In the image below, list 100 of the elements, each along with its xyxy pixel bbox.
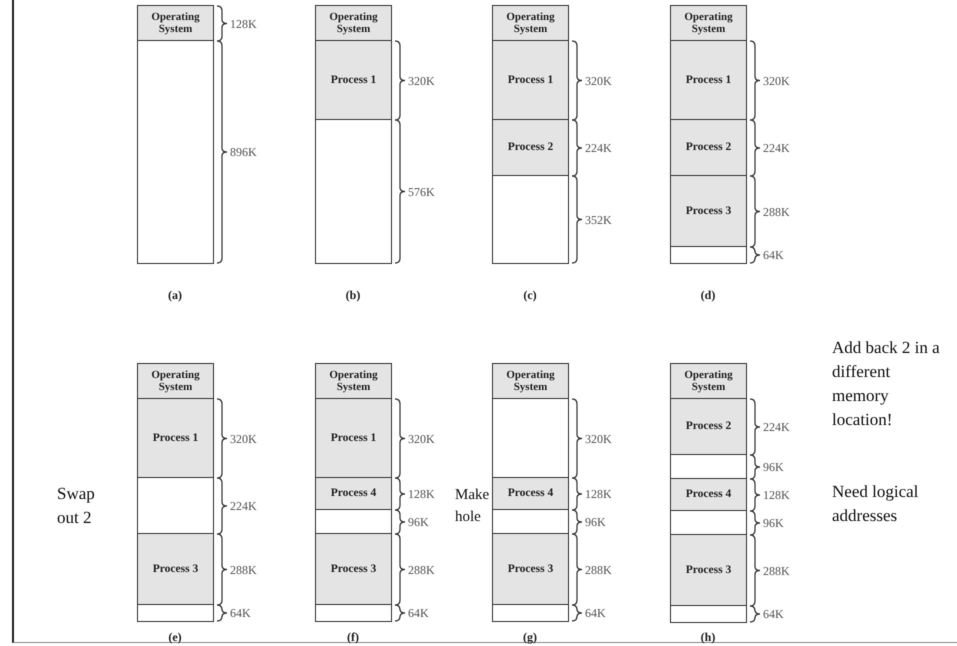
memory-segment [670,40,747,120]
size-label: 128K [763,489,790,501]
free-memory-block [315,509,392,534]
memory-segment [670,534,747,606]
size-label: 128K [230,18,257,30]
segment-label: Process 1 [684,74,732,87]
segment-label: Process 2 [684,141,732,154]
segment-label: Operating System [683,11,734,36]
panel-caption: (f) [347,630,359,645]
free-memory-block [315,119,392,264]
segment-label: Process 4 [506,487,554,500]
panel-caption: (b) [346,288,360,303]
free-memory-block [492,398,569,478]
segment-label: Operating System [150,369,201,394]
segment-label: Operating System [328,369,379,394]
memory-segment [137,533,214,606]
size-label: 352K [585,214,612,226]
segment-label: Process 2 [684,420,732,434]
memory-segment [670,5,747,42]
memory-segment [315,477,392,510]
size-label: 96K [763,517,784,529]
segment-label: Process 3 [684,204,732,218]
memory-segment [670,398,747,456]
memory-segment [137,363,214,400]
memory-segment [492,5,569,42]
segment-label: Operating System [505,369,556,394]
memory-segment [492,477,569,510]
memory-segment [670,119,747,176]
size-label: 288K [763,564,790,576]
segment-label: Process 4 [330,487,378,500]
memory-segment [315,40,392,120]
segment-label: Process 1 [330,74,378,87]
size-label: 288K [585,564,612,576]
segment-label: Process 3 [684,564,732,577]
memory-segment [137,5,214,42]
free-memory-block [137,40,214,264]
size-label: 288K [408,564,435,576]
panel-caption: (e) [168,630,182,645]
size-label: 288K [763,206,790,218]
size-label: 64K [230,607,251,619]
memory-segment [315,363,392,400]
memory-segment [137,398,214,478]
size-label: 64K [585,607,606,619]
segment-label: Process 2 [506,141,554,154]
free-memory-block [137,604,214,622]
memory-segment [492,119,569,176]
free-memory-block [670,510,747,536]
panel-caption: (g) [523,630,537,645]
segment-label: Operating System [328,11,379,36]
size-label: 64K [408,607,429,619]
memory-segment [315,398,392,478]
panel-caption: (a) [168,288,182,303]
panel-caption: (h) [700,630,716,645]
size-label: 320K [230,432,257,444]
segment-label: Operating System [683,369,734,394]
note-text: Need logical addresses [832,481,920,527]
size-label: 896K [230,146,257,158]
size-label: 128K [408,488,435,500]
size-label: 320K [585,432,612,444]
size-label: 224K [230,500,257,512]
segment-label: Operating System [150,11,201,36]
free-memory-block [670,605,747,622]
memory-segment [670,478,747,512]
memory-segment [670,175,747,248]
free-memory-block [137,477,214,534]
size-label: 288K [230,564,257,576]
memory-segment [670,363,747,400]
size-label: 320K [585,74,612,86]
memory-segment [492,363,569,400]
size-label: 224K [585,142,612,154]
segment-label: Process 4 [684,488,732,502]
segment-label: Process 1 [152,432,200,445]
memory-segment [492,533,569,606]
segment-label: Process 3 [152,562,200,576]
panel-caption: (d) [700,288,716,303]
segment-label: Operating System [505,11,556,36]
segment-label: Process 3 [506,562,554,576]
size-label: 128K [585,488,612,500]
size-label: 224K [763,142,790,154]
panel-caption: (c) [523,288,537,303]
segment-label: Process 3 [330,562,378,576]
free-memory-block [670,246,747,264]
memory-segment [315,5,392,42]
note-text: Swap out 2 [57,483,96,529]
size-label: 96K [585,516,606,528]
size-label: 64K [763,608,784,620]
size-label: 320K [408,432,435,444]
free-memory-block [315,604,392,622]
note-text: Make hole [455,486,490,527]
size-label: 64K [763,249,784,261]
memory-segment [315,533,392,606]
size-label: 224K [763,421,790,433]
size-label: 320K [763,74,790,86]
segment-label: Process 1 [330,432,378,445]
memory-segment [492,40,569,120]
segment-label: Process 1 [506,74,554,87]
note-text: Add back 2 in a different memory location! [832,337,941,431]
free-memory-block [492,604,569,622]
size-label: 96K [763,461,784,473]
size-label: 96K [408,516,429,528]
